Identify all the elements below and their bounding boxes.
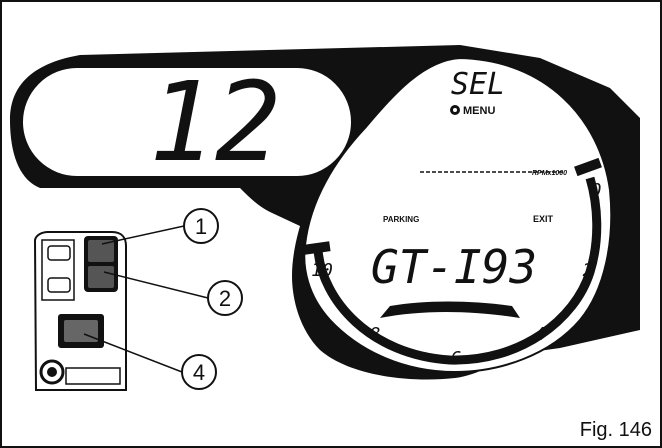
figure-label: Fig. 146 [580,419,652,441]
dial-face [303,56,613,374]
button-down[interactable] [88,266,114,288]
button-up[interactable] [88,240,114,262]
menu-label: MENU [463,105,495,117]
scale-tick-0: 0 [591,180,602,201]
scale-tick-6: 6 [451,348,462,369]
dial-redline-mark [303,241,331,255]
exit-label: EXIT [533,214,554,224]
sel-indicator: SEL [451,67,505,102]
dial-top-mark [574,157,602,177]
speed-display [21,66,353,178]
dial-scale-arc [313,176,602,365]
parking-label: PARKING [383,215,419,224]
rpm-label: RPMx1000 [532,170,567,177]
high-beam-button[interactable] [47,245,71,261]
mode-button[interactable] [64,320,98,342]
speed-value: 12 [149,58,281,186]
scale-tick-4: 4 [535,324,546,345]
scale-ticks: 0 2 4 6 8 10 [311,180,601,369]
callout-4 [181,354,217,390]
callout-4-number: 4 [193,360,205,385]
callout-1 [183,208,219,244]
switch-unit [33,231,127,391]
callout-4-leader [83,333,183,373]
horn-icon [47,367,57,377]
callout-1-number: 1 [195,214,207,239]
callout-1-leader [101,225,185,245]
low-beam-button[interactable] [47,277,71,293]
center-message: GT-I93 [371,240,537,294]
scale-tick-10: 10 [311,260,333,281]
scale-tick-8: 8 [370,324,381,345]
gear-icon [450,105,460,115]
dial-inner-band [380,301,520,318]
scale-tick-2: 2 [583,260,594,281]
callout-2-leader [103,271,209,299]
callout-2 [207,280,243,316]
callout-2-number: 2 [219,286,231,311]
